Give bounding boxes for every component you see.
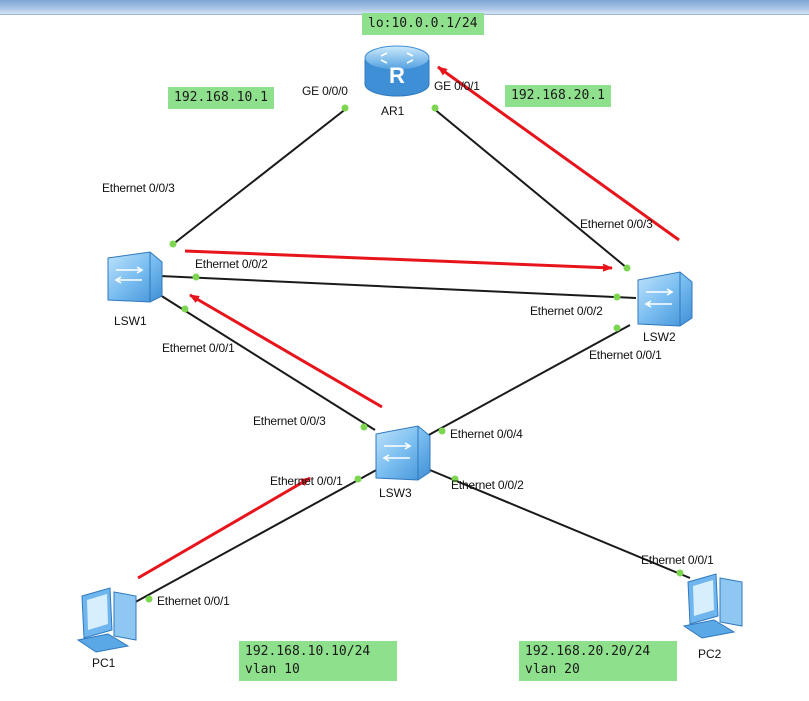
port-dot [431,104,439,112]
port-dot [192,273,200,281]
pc-icon[interactable] [682,573,743,639]
port-label-lsw3-e004: Ethernet 0/0/4 [450,427,523,441]
port-label-lsw1-e001: Ethernet 0/0/1 [162,341,235,355]
port-label-lsw1-e003: Ethernet 0/0/3 [102,181,175,195]
traffic-arrow-lsw3-to-lsw1 [189,293,383,409]
link-ar1-lsw2 [432,107,628,269]
port-dot [613,324,621,332]
link-lsw1-lsw2 [159,275,637,299]
pc-icon[interactable] [76,587,137,653]
port-label-lsw3-e003: Ethernet 0/0/3 [253,414,326,428]
port-label-pc1-e001: Ethernet 0/0/1 [157,594,230,608]
port-dot [354,475,362,483]
link-ar1-lsw1 [171,107,348,246]
port-label-ar1-ge001: GE 0/0/1 [434,79,480,93]
switch-icon[interactable] [107,251,163,303]
traffic-arrow-pc1-to-lsw3 [137,476,311,580]
port-label-pc2-e001: Ethernet 0/0/1 [641,553,714,567]
port-label-lsw1-e002: Ethernet 0/0/2 [195,257,268,271]
device-name-lsw2: LSW2 [643,330,676,344]
port-label-lsw3-e001: Ethernet 0/0/1 [270,474,343,488]
port-dot [438,427,446,435]
device-name-lsw3: LSW3 [379,486,412,500]
port-dot [613,293,621,301]
svg-text:R: R [389,63,405,88]
note-pc1-ip-vlan[interactable]: 192.168.10.10/24 vlan 10 [239,641,397,681]
device-name-ar1: AR1 [381,104,405,118]
port-dot [181,305,189,313]
link-lsw1-lsw3 [159,294,376,431]
device-name-pc2: PC2 [698,647,722,661]
port-dot [360,423,368,431]
port-label-lsw2-e001: Ethernet 0/0/1 [589,348,662,362]
traffic-arrow-lsw2-to-ar1 [437,65,680,242]
port-dot [623,264,631,272]
port-dot [169,240,177,248]
port-dot [676,569,684,577]
link-lsw2-lsw3 [424,324,631,438]
port-dot [145,595,153,603]
port-dot [451,475,459,483]
port-label-lsw3-e002: Ethernet 0/0/2 [451,478,524,492]
note-gateway-vlan10[interactable]: 192.168.10.1 [168,87,274,109]
port-label-lsw2-e002: Ethernet 0/0/2 [530,304,603,318]
link-lsw3-pc1 [129,467,381,606]
device-name-pc1: PC1 [92,656,116,670]
port-dot [341,104,349,112]
link-lsw3-pc2 [424,467,691,579]
note-gateway-vlan20[interactable]: 192.168.20.1 [505,85,611,107]
router-icon[interactable]: R [364,45,430,97]
device-name-lsw1: LSW1 [114,314,147,328]
port-label-lsw2-e003: Ethernet 0/0/3 [580,217,653,231]
traffic-arrow-lsw1-to-lsw2 [184,249,613,272]
switch-icon[interactable] [375,425,431,481]
port-label-ar1-ge000: GE 0/0/0 [302,84,348,98]
switch-icon[interactable] [637,271,693,327]
note-loopback-ip[interactable]: lo:10.0.0.1/24 [362,13,484,35]
note-pc2-ip-vlan[interactable]: 192.168.20.20/24 vlan 20 [519,641,677,681]
